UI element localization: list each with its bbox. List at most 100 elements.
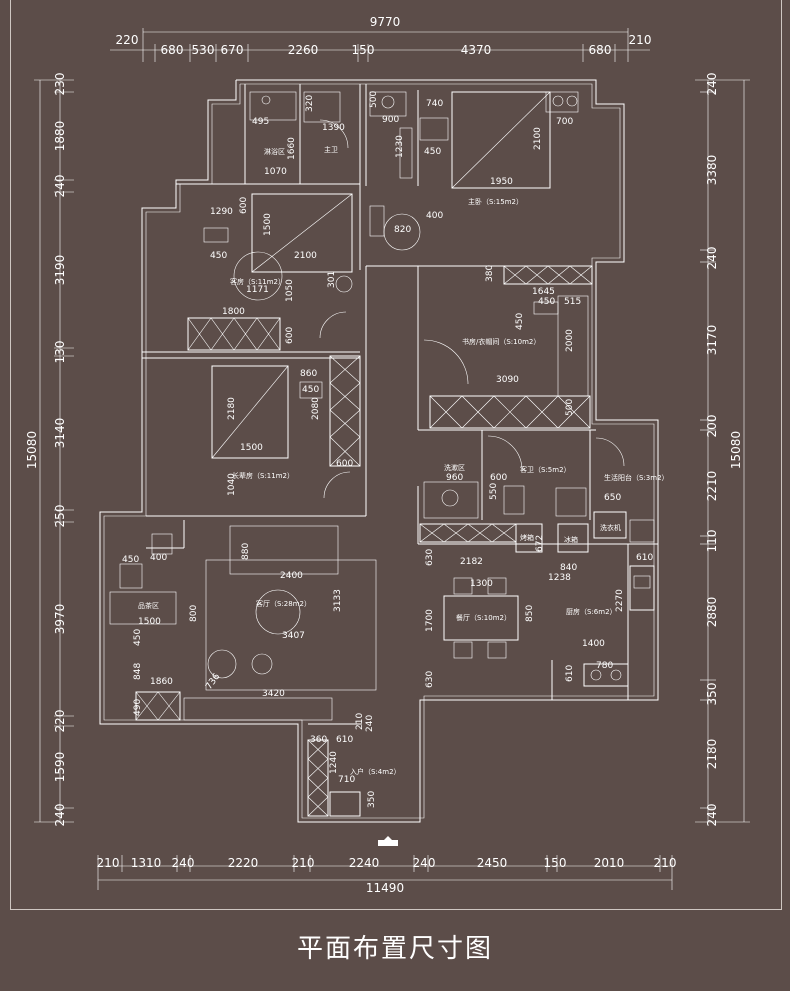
inner-dim: 740 [426, 99, 443, 109]
label-washer: 洗衣机 [600, 523, 621, 532]
inner-dim: 490 [133, 699, 143, 716]
inner-dim: 840 [560, 563, 577, 573]
inner-dim: 900 [382, 115, 399, 125]
inner-dim: 360 [310, 735, 327, 745]
label-master-bedroom: 主卧（S:15m2） [468, 197, 523, 206]
inner-dim: 350 [367, 791, 377, 808]
dim-top-seg: 680 [589, 43, 612, 57]
dim-right-seg: 2880 [705, 597, 719, 628]
inner-dim: 2100 [533, 127, 543, 150]
inner-dim: 1290 [210, 207, 233, 217]
inner-dim: 850 [525, 605, 535, 622]
dim-left-seg: 250 [53, 505, 67, 528]
inner-dim: 630 [425, 671, 435, 688]
inner-dim: 650 [604, 493, 621, 503]
dimension-right: 240 3380 240 3170 200 2210 110 2880 350 … [695, 73, 750, 826]
inner-dim: 2400 [280, 571, 303, 581]
inner-dim: 1300 [470, 579, 493, 589]
dim-right-total: 15080 [729, 431, 743, 469]
inner-dim: 2000 [565, 329, 575, 352]
inner-dim: 600 [239, 197, 249, 214]
inner-dim: 2182 [460, 557, 483, 567]
inner-dim: 1645 [532, 287, 555, 297]
inner-dim: 550 [489, 483, 499, 500]
dim-left-seg: 220 [53, 710, 67, 733]
dim-right-seg: 240 [705, 247, 719, 270]
dim-right-seg: 350 [705, 683, 719, 706]
inner-dim: 1240 [329, 751, 339, 774]
drawing-frame [10, 0, 782, 910]
dim-top-seg: 530 [192, 43, 215, 57]
label-elder-room: 长辈房（S:11m2） [232, 471, 294, 480]
dim-bottom-seg: 210 [292, 856, 315, 870]
dim-top-seg: 2260 [288, 43, 319, 57]
label-study: 书房/衣帽间（S:10m2） [462, 337, 540, 346]
inner-dim: 450 [515, 313, 525, 330]
dim-top-seg: 150 [352, 43, 375, 57]
inner-dim: 700 [556, 117, 573, 127]
dim-bottom-seg: 2240 [349, 856, 380, 870]
inner-dim: 515 [564, 297, 581, 307]
dim-bottom-total: 11490 [366, 881, 404, 895]
dim-bottom-seg: 2010 [594, 856, 625, 870]
inner-dim: 780 [596, 661, 613, 671]
inner-dim: 2180 [227, 397, 237, 420]
dim-bottom-seg: 1310 [131, 856, 162, 870]
label-tea-area: 品茶区 [138, 601, 159, 610]
inner-dim: 630 [425, 549, 435, 566]
inner-dim: 1400 [582, 639, 605, 649]
inner-dim: 450 [122, 555, 139, 565]
dim-bottom-seg: 210 [654, 856, 677, 870]
inner-dim: 380 [485, 265, 495, 282]
dim-left-seg: 130 [53, 341, 67, 364]
inner-dim: 450 [210, 251, 227, 261]
dim-right-seg: 2210 [705, 471, 719, 502]
inner-dim: 880 [241, 543, 251, 560]
inner-dim: 450 [424, 147, 441, 157]
inner-dimensions: 495 320 1390 1660 1070 500 900 740 700 1… [122, 91, 653, 808]
inner-dim: 320 [305, 95, 315, 112]
inner-dim: 400 [426, 211, 443, 221]
dim-top-seg: 4370 [461, 43, 492, 57]
dim-right-seg: 3170 [705, 325, 719, 356]
dim-top-seg: 210 [629, 33, 652, 47]
inner-dim: 1500 [240, 443, 263, 453]
fixtures [109, 91, 655, 846]
inner-dim: 610 [336, 735, 353, 745]
inner-dim: 1390 [322, 123, 345, 133]
inner-dim: 2100 [294, 251, 317, 261]
dim-left-seg: 230 [53, 73, 67, 96]
label-oven: 烤箱 [520, 533, 534, 542]
inner-dim: 1238 [548, 573, 571, 583]
inner-dim: 610 [636, 553, 653, 563]
dim-left-seg: 240 [53, 175, 67, 198]
dimension-bottom: 210 1310 240 2220 210 2240 240 2450 150 … [97, 855, 677, 895]
inner-dim: 848 [133, 663, 143, 680]
label-entry: 入户（S:4m2） [350, 767, 401, 776]
inner-dim: 3407 [282, 631, 305, 641]
dim-bottom-seg: 240 [172, 856, 195, 870]
walls [99, 79, 659, 823]
dim-left-total: 15080 [25, 431, 39, 469]
inner-dim: 450 [538, 297, 555, 307]
dim-top-seg: 220 [116, 33, 139, 47]
inner-dim: 450 [302, 385, 319, 395]
inner-dim: 960 [446, 473, 463, 483]
dim-bottom-seg: 210 [97, 856, 120, 870]
dim-bottom-seg: 2450 [477, 856, 508, 870]
inner-dim: 800 [189, 605, 199, 622]
label-bath-area: 淋浴区 [264, 147, 285, 156]
dim-right-seg: 240 [705, 73, 719, 96]
dim-right-seg: 200 [705, 415, 719, 438]
inner-dim: 240 [365, 715, 375, 732]
inner-dim: 3420 [262, 689, 285, 699]
inner-dim: 1700 [425, 609, 435, 632]
dim-left-seg: 240 [53, 804, 67, 827]
inner-dim: 672 [535, 535, 545, 552]
label-living-room: 客厅（S:28m2） [256, 599, 311, 608]
inner-dim: 500 [565, 399, 575, 416]
label-master-bath: 主卫 [324, 145, 338, 154]
inner-dim: 600 [285, 327, 295, 344]
inner-dim: 1950 [490, 177, 513, 187]
inner-dim: 710 [338, 775, 355, 785]
